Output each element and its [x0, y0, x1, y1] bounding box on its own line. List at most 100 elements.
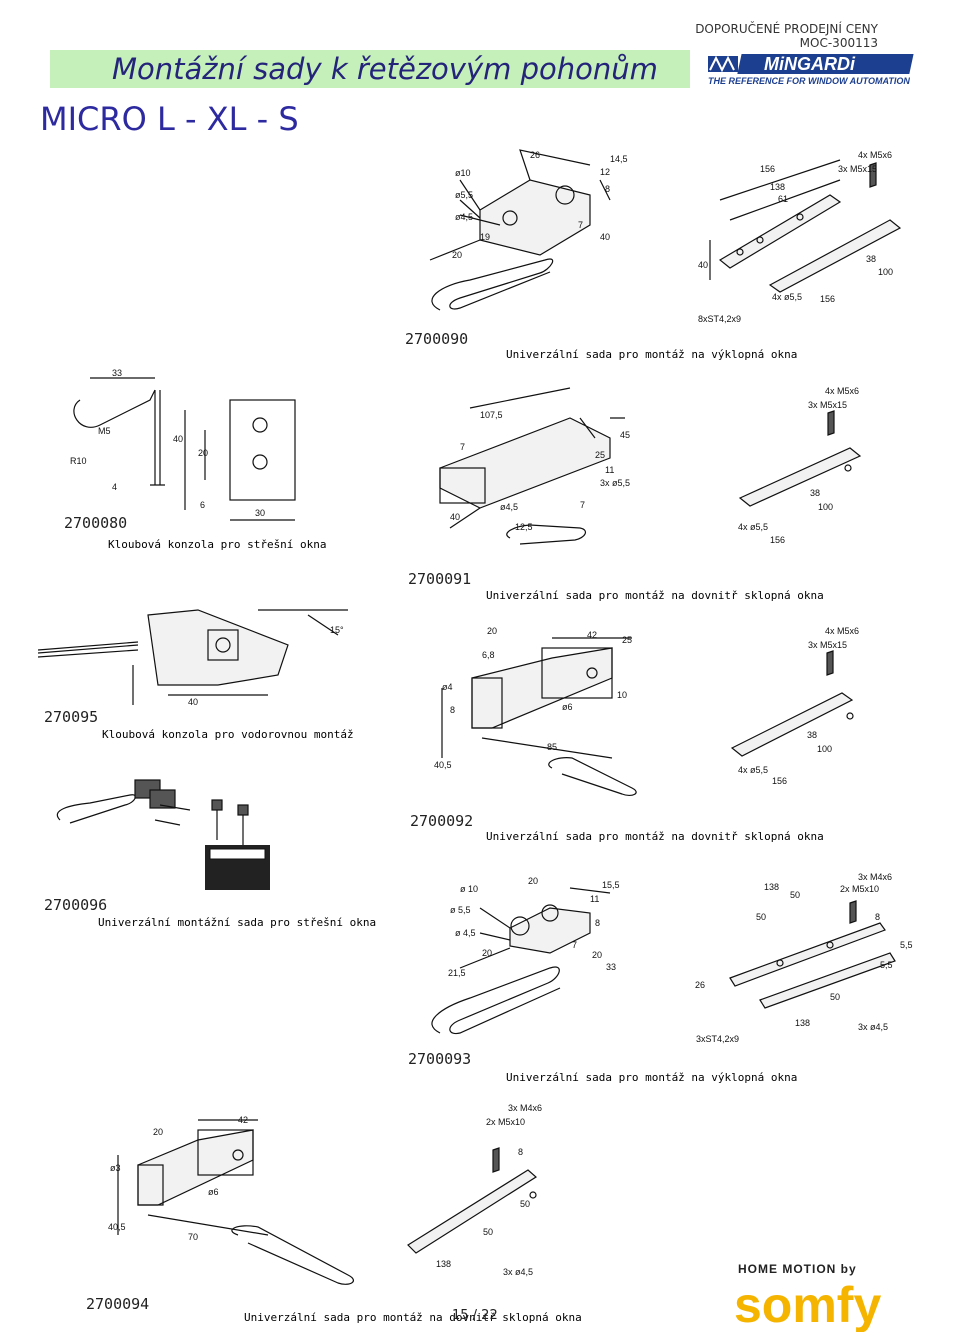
svg-text:20: 20 — [487, 626, 497, 636]
svg-text:12,5: 12,5 — [515, 522, 533, 532]
svg-text:7: 7 — [572, 940, 577, 950]
clip-2700094-icon — [231, 1225, 354, 1285]
svg-text:50: 50 — [756, 912, 766, 922]
svg-text:5,5: 5,5 — [900, 940, 913, 950]
bracket-2700090-icon — [429, 149, 611, 261]
product-code-2700092: 2700092 — [410, 812, 474, 830]
svg-text:7: 7 — [580, 500, 585, 510]
svg-text:ø10: ø10 — [455, 168, 471, 178]
clip-2700090-icon — [431, 258, 554, 311]
svg-text:38: 38 — [810, 488, 820, 498]
svg-text:30: 30 — [255, 508, 265, 518]
svg-text:8: 8 — [595, 918, 600, 928]
svg-text:61: 61 — [778, 194, 788, 204]
rail-2700090-icon — [709, 159, 902, 293]
svg-text:156: 156 — [760, 164, 775, 174]
svg-text:3x M5x15: 3x M5x15 — [808, 640, 847, 650]
svg-text:40: 40 — [173, 434, 183, 444]
doc-code: MOC-300113 — [799, 36, 878, 50]
svg-text:38: 38 — [807, 730, 817, 740]
svg-text:156: 156 — [820, 294, 835, 304]
svg-text:14,5: 14,5 — [610, 154, 628, 164]
svg-text:15,5: 15,5 — [602, 880, 620, 890]
mingardi-wordmark: MiNGARDi — [764, 54, 856, 74]
svg-text:50: 50 — [483, 1227, 493, 1237]
svg-text:138: 138 — [436, 1259, 451, 1269]
screws-2700096-icon — [211, 799, 249, 845]
svg-text:8: 8 — [605, 184, 610, 194]
product-caption-2700091: Univerzální sada pro montáž na dovnitř s… — [486, 589, 824, 602]
product-code-2700094: 2700094 — [86, 1295, 150, 1313]
svg-text:100: 100 — [818, 502, 833, 512]
svg-text:50: 50 — [830, 992, 840, 1002]
product-caption-2700093: Univerzální sada pro montáž na výklopná … — [506, 1071, 798, 1084]
svg-text:33: 33 — [606, 962, 616, 972]
svg-text:2x M5x10: 2x M5x10 — [840, 884, 879, 894]
svg-text:7: 7 — [578, 220, 583, 230]
svg-text:4x M5x6: 4x M5x6 — [825, 626, 859, 636]
svg-text:ø4,5: ø4,5 — [500, 502, 518, 512]
svg-text:40: 40 — [600, 232, 610, 242]
rail-2700093-icon — [729, 900, 896, 1009]
svg-text:3x ø4,5: 3x ø4,5 — [503, 1267, 533, 1277]
svg-text:4x M5x6: 4x M5x6 — [825, 386, 859, 396]
svg-text:8: 8 — [518, 1147, 523, 1157]
svg-text:40: 40 — [188, 697, 198, 707]
svg-text:38: 38 — [866, 254, 876, 264]
svg-text:8: 8 — [450, 705, 455, 715]
svg-text:3x ø5,5: 3x ø5,5 — [600, 478, 630, 488]
svg-text:ø 4,5: ø 4,5 — [455, 928, 476, 938]
svg-text:8: 8 — [875, 912, 880, 922]
svg-text:3x M4x6: 3x M4x6 — [508, 1103, 542, 1113]
svg-text:156: 156 — [770, 535, 785, 545]
svg-text:40: 40 — [698, 260, 708, 270]
product-code-2700091: 2700091 — [408, 570, 472, 588]
window-profile-2700096-icon — [205, 845, 270, 890]
svg-text:3x M4x6: 3x M4x6 — [858, 872, 892, 882]
rail-2700094-icon — [407, 1147, 537, 1254]
product-code-270095: 270095 — [44, 708, 99, 726]
svg-text:7: 7 — [460, 442, 465, 452]
svg-text:2x M5x10: 2x M5x10 — [486, 1117, 525, 1127]
svg-text:42: 42 — [238, 1115, 248, 1125]
svg-text:12: 12 — [600, 167, 610, 177]
drawing-270095: 15°40 — [38, 605, 358, 710]
product-caption-2700092: Univerzální sada pro montáž na dovnitř s… — [486, 830, 824, 843]
bracket-2700093-icon — [459, 887, 611, 969]
svg-text:45: 45 — [620, 430, 630, 440]
svg-text:5,5: 5,5 — [880, 960, 893, 970]
svg-text:ø4,5: ø4,5 — [455, 212, 473, 222]
svg-text:ø 5,5: ø 5,5 — [450, 905, 471, 915]
product-caption-2700090: Univerzální sada pro montáž na výklopná … — [506, 348, 798, 361]
svg-text:19: 19 — [480, 232, 490, 242]
product-caption-270095: Kloubová konzola pro vodorovnou montáž — [102, 728, 354, 741]
rail-2700091-icon — [738, 410, 862, 507]
drawing-2700096 — [50, 765, 280, 895]
svg-text:100: 100 — [878, 267, 893, 277]
svg-text:70: 70 — [188, 1232, 198, 1242]
svg-text:138: 138 — [795, 1018, 810, 1028]
svg-text:20: 20 — [198, 448, 208, 458]
product-code-2700096: 2700096 — [44, 896, 108, 914]
product-code-2700093: 2700093 — [408, 1050, 472, 1068]
price-note: DOPORUČENÉ PRODEJNÍ CENY — [695, 22, 878, 36]
svg-text:138: 138 — [770, 182, 785, 192]
home-motion-label: HOME MOTION by — [738, 1262, 857, 1276]
svg-text:20: 20 — [528, 876, 538, 886]
svg-text:11: 11 — [590, 894, 599, 904]
product-caption-2700094: Univerzální sada pro montáž na dovnitř s… — [244, 1311, 582, 1324]
svg-text:4x ø5,5: 4x ø5,5 — [772, 292, 802, 302]
page-number: 15 / 22 — [452, 1308, 498, 1323]
svg-text:4x M5x6: 4x M5x6 — [858, 150, 892, 160]
product-code-2700090: 2700090 — [405, 330, 469, 348]
product-caption-2700096: Univerzální montážní sada pro střešní ok… — [98, 916, 377, 929]
svg-text:21,5: 21,5 — [448, 968, 466, 978]
mingardi-tagline: THE REFERENCE FOR WINDOW AUTOMATION — [708, 76, 910, 86]
svg-text:26: 26 — [695, 980, 705, 990]
svg-text:3xST4,2x9: 3xST4,2x9 — [696, 1034, 739, 1044]
svg-text:ø6: ø6 — [562, 702, 573, 712]
svg-text:138: 138 — [764, 882, 779, 892]
